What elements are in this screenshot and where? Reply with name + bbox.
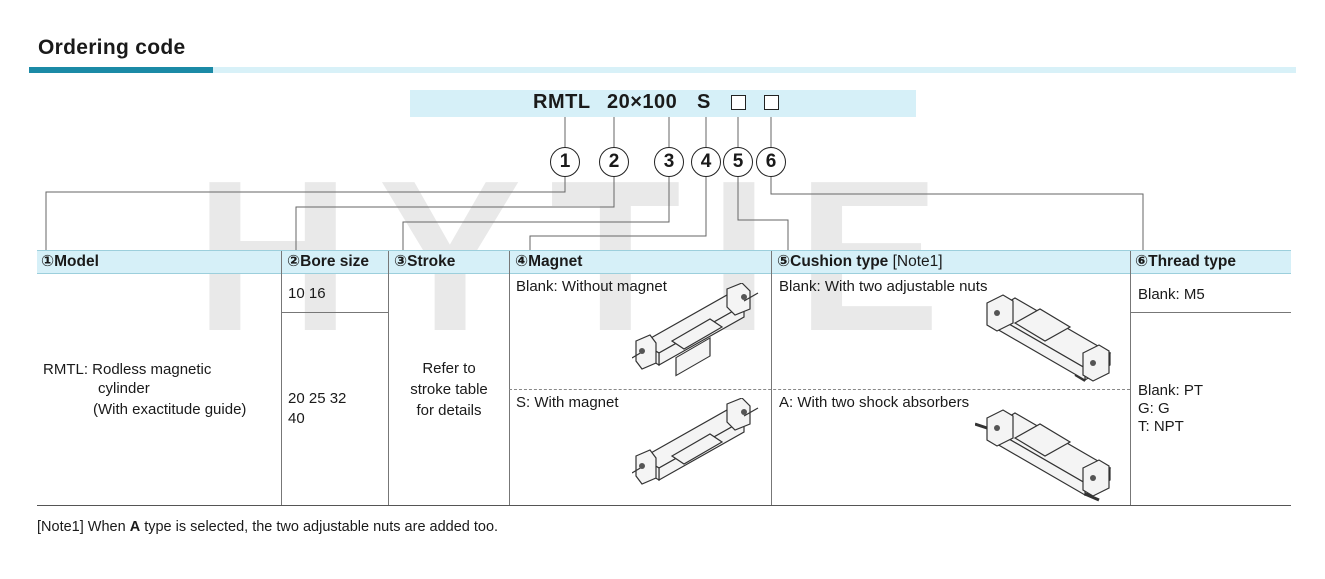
magnet-option-s: S: With magnet	[516, 394, 619, 411]
title-underline-rule	[213, 67, 1296, 73]
callout-3: 3	[654, 147, 684, 177]
callout-5: 5	[723, 147, 753, 177]
col-divider	[388, 251, 389, 505]
thread-group2-line2: G: G	[1138, 400, 1170, 417]
header-cushion-type: ⑤Cushion type [Note1]	[777, 253, 943, 270]
bore-group2-line2: 40	[288, 410, 305, 427]
stroke-text-line3: for details	[416, 402, 482, 419]
section-title: Ordering code	[38, 36, 186, 59]
callout-2: 2	[599, 147, 629, 177]
code-bore-stroke: 20×100	[607, 91, 678, 113]
cushion-option-a: A: With two shock absorbers	[779, 394, 970, 411]
model-text-line2: cylinder	[98, 380, 150, 397]
header-thread-type: ⑥Thread type	[1135, 253, 1236, 270]
table-bottom-rule	[37, 505, 1291, 506]
header-model: ①Model	[41, 253, 99, 270]
thread-group2-line1: Blank: PT	[1138, 382, 1204, 399]
callout-6: 6	[756, 147, 786, 177]
title-underline-accent	[29, 67, 213, 73]
table-header-band	[37, 250, 1291, 274]
bore-group2-line1: 20 25 32	[288, 390, 347, 407]
header-bore-size: ②Bore size	[287, 253, 370, 270]
thread-row-divider	[1130, 312, 1291, 313]
cylinder-without-magnet-image	[632, 283, 759, 377]
cylinder-with-magnet-image	[632, 398, 759, 485]
callout-1: 1	[550, 147, 580, 177]
code-model: RMTL	[533, 91, 591, 113]
header-magnet: ④Magnet	[515, 253, 583, 270]
stroke-text-line2: stroke table	[410, 381, 488, 398]
col-divider	[771, 251, 772, 505]
header-stroke: ③Stroke	[394, 253, 456, 270]
model-text-line1: RMTL: Rodless magnetic	[43, 361, 212, 378]
col-divider	[281, 251, 282, 505]
thread-group2-line3: T: NPT	[1138, 418, 1184, 435]
code-magnet: S	[697, 91, 711, 113]
bore-group1: 10 16	[288, 285, 326, 302]
cylinder-adjustable-nuts-image	[986, 294, 1112, 382]
stroke-text-line1: Refer to	[422, 360, 476, 377]
col-divider	[509, 251, 510, 505]
model-text-line3: (With exactitude guide)	[93, 401, 247, 418]
bore-row-divider	[281, 312, 388, 313]
thread-group1: Blank: M5	[1138, 286, 1205, 303]
cylinder-shock-absorbers-image	[975, 409, 1112, 502]
callout-4: 4	[691, 147, 721, 177]
code-cushion-box	[731, 95, 746, 110]
code-thread-box	[764, 95, 779, 110]
option-dashed-divider	[509, 389, 1130, 390]
magnet-option-blank: Blank: Without magnet	[516, 278, 667, 295]
footnote: [Note1] When A type is selected, the two…	[37, 519, 499, 535]
cushion-option-blank: Blank: With two adjustable nuts	[779, 278, 988, 295]
ordering-code-band	[410, 90, 916, 117]
col-divider	[1130, 251, 1131, 505]
